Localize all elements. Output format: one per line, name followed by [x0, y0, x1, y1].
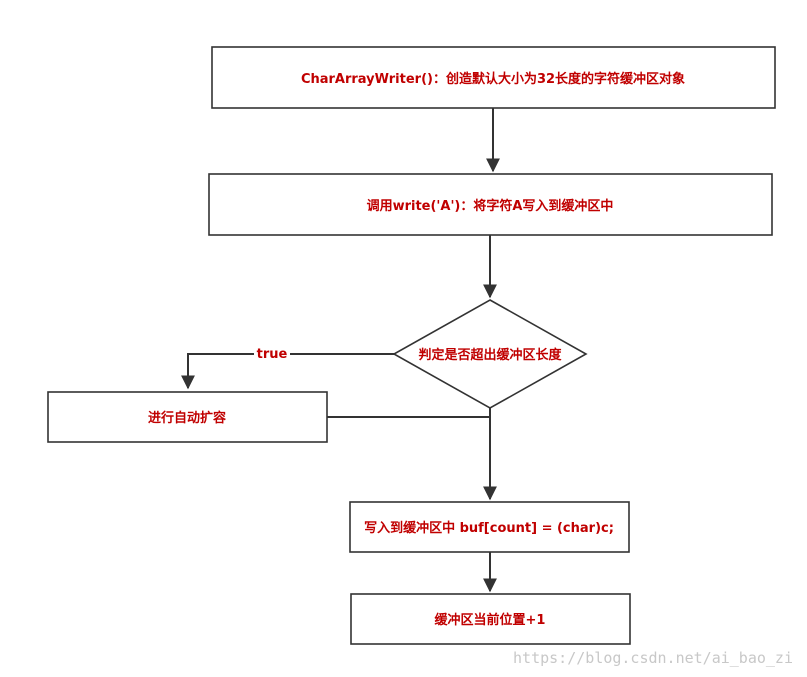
node-store: 写入到缓冲区中 buf[count] = (char)c;	[349, 501, 630, 553]
node-write-call: 调用write('A')：将字符A写入到缓冲区中	[208, 173, 773, 236]
node-increment-label: 缓冲区当前位置+1	[435, 612, 546, 628]
node-store-label: 写入到缓冲区中 buf[count] = (char)c;	[364, 520, 614, 536]
edge-true-label-bg	[254, 344, 290, 362]
node-decision-label: 判定是否超出缓冲区长度	[418, 347, 562, 363]
node-decision: 判定是否超出缓冲区长度	[392, 299, 588, 409]
node-increment: 缓冲区当前位置+1	[350, 593, 631, 645]
node-expand-label: 进行自动扩容	[148, 410, 226, 426]
edge-decision-to-expand	[181, 353, 394, 390]
node-write-call-label: 调用write('A')：将字符A写入到缓冲区中	[367, 198, 614, 214]
node-create-writer-label: CharArrayWriter()：创造默认大小为32长度的字符缓冲区对象	[301, 71, 685, 87]
node-expand: 进行自动扩容	[47, 391, 328, 443]
edge-true-label: true	[257, 347, 288, 362]
node-create-writer: CharArrayWriter()：创造默认大小为32长度的字符缓冲区对象	[211, 46, 776, 109]
watermark-text: https://blog.csdn.net/ai_bao_zi	[513, 649, 793, 667]
